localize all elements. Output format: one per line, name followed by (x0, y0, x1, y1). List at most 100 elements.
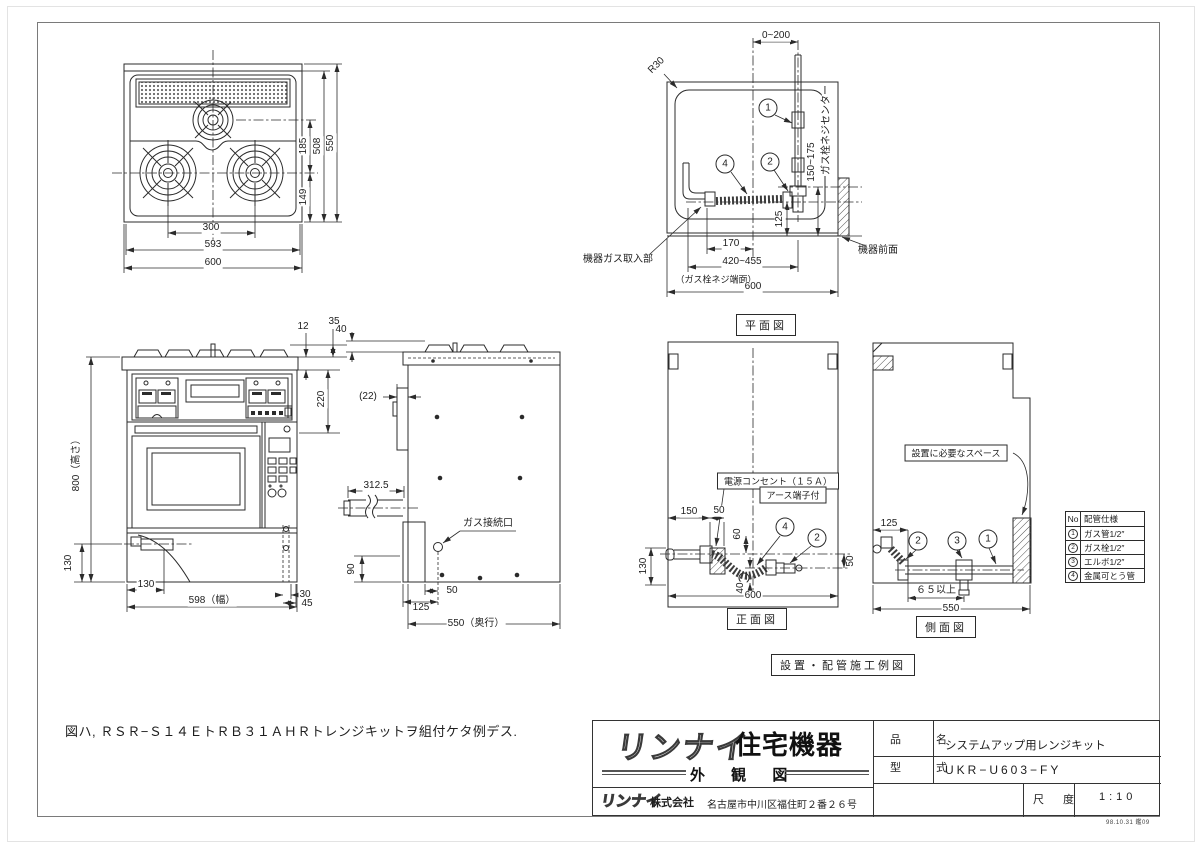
company-name: 株式会社 (650, 797, 694, 809)
dim-if-50b: 50 (844, 554, 857, 568)
view-front (74, 329, 347, 612)
dim-side-22: (22) (358, 390, 378, 403)
dim-front-30: 30 (298, 588, 312, 601)
divider (593, 787, 873, 788)
dim-top-width: 600 (203, 256, 223, 269)
dim-front-220: 220 (315, 389, 328, 409)
row-no-badge: 4 (1068, 570, 1078, 581)
balloon-2: 2 (908, 531, 928, 551)
divider (933, 721, 934, 783)
divider (873, 783, 1161, 784)
decorative-rule (785, 770, 869, 775)
view-plan (649, 38, 867, 297)
pipe-spec-table: No 配管仕様 1 ガス管1/2″ 2 ガス栓1/2″ 3 エルボ1/2″ 4 … (1065, 511, 1145, 583)
dim-front-12: 12 (296, 320, 310, 333)
drawing-frame (37, 22, 1160, 817)
label-gas-cock-face: （ガス栓ネジ端面） (674, 274, 758, 285)
table-row: 2 ガス栓1/2″ (1066, 540, 1144, 554)
dim-plan-170: 170 (721, 237, 741, 250)
dim-plan-width: 600 (743, 280, 763, 293)
dim-front-130h: 130 (136, 578, 156, 591)
row-spec: 金属可とう管 (1084, 570, 1136, 581)
divider (1074, 783, 1075, 817)
dim-if-130: 130 (637, 556, 650, 576)
view-top (112, 50, 342, 273)
balloon-1: 1 (758, 98, 778, 118)
dim-side-depth: 550（奥行） (446, 617, 506, 630)
label-appliance-front: 機器前面 (857, 244, 899, 257)
dim-top-inner-width: 593 (203, 238, 223, 251)
dim-side-312-5: 312.5 (362, 479, 390, 492)
dim-front-45: 45 (300, 597, 314, 610)
assembly-note: 図ハ, ＲＳＲ−Ｓ１４ＥトＲＢ３１ＡＨＲトレンジキットヲ組付ケタ例デス. (65, 724, 518, 739)
label-gas-connection: ガス接続口 (462, 517, 514, 530)
label-gas-cock-center: ガス栓ネジセンター (820, 84, 833, 176)
title-front-view: 正面図 (727, 608, 787, 630)
company-address: 名古屋市中川区福住町２番２６号 (707, 800, 857, 811)
dim-top-burner-pitch: 300 (201, 221, 221, 234)
balloon-2: 2 (807, 528, 827, 548)
dim-is-depth: 550 (941, 602, 961, 615)
balloon-2: 2 (760, 152, 780, 172)
dim-side-125: 125 (411, 601, 431, 614)
dim-front-130v: 130 (62, 553, 75, 573)
title-side-view: 側面図 (916, 616, 976, 638)
title-plan-view: 平面図 (736, 314, 796, 336)
model-value: UKR−U603−FY (945, 763, 1062, 777)
rinnai-logo: リンナイ (614, 729, 752, 765)
divider (873, 721, 874, 817)
drawing-type: 外 観 図 (690, 767, 799, 784)
label-earth-terminal: アース端子付 (759, 486, 827, 504)
row-no-badge: 3 (1068, 556, 1078, 567)
divider (873, 756, 1161, 757)
dim-is-125: 125 (879, 517, 899, 530)
dim-front-height: 800（高さ） (70, 433, 83, 493)
dim-if-width: 600 (743, 589, 763, 602)
brand-suffix: 住宅機器 (735, 730, 844, 760)
label-required-space: 設置に必要なスペース (904, 444, 1008, 462)
dim-top-depth: 550 (324, 133, 337, 153)
dim-plan-420-455: 420~455 (721, 255, 763, 268)
dim-plan-125: 125 (773, 209, 786, 229)
row-spec: エルボ1/2″ (1084, 556, 1125, 567)
page-edge (7, 6, 1195, 842)
balloon-4: 4 (775, 517, 795, 537)
pipe-table-header: No 配管仕様 (1066, 512, 1144, 526)
model-label: 型 式 (890, 762, 964, 774)
row-spec: ガス栓1/2″ (1084, 542, 1125, 553)
dim-side-90: 90 (345, 562, 358, 576)
date-stamp: 98.10.31 鑑09 (1106, 820, 1150, 826)
col-no: No (1066, 512, 1081, 526)
item-name-label: 品 名 (890, 734, 964, 746)
dim-side-40: 40 (334, 323, 348, 336)
title-block: リンナイ 住宅機器 外 観 図 リンナイ 株式会社 名古屋市中川区福住町２番２６… (592, 720, 1161, 817)
row-no-badge: 2 (1068, 542, 1078, 553)
dim-if-60: 60 (731, 527, 744, 541)
decorative-rule (602, 770, 686, 775)
table-row: 3 エルボ1/2″ (1066, 554, 1144, 568)
dim-top-508: 508 (311, 136, 324, 156)
dim-side-50: 50 (445, 584, 459, 597)
dim-front-35: 35 (327, 315, 341, 328)
dim-plan-150-175: 150~175 (805, 141, 818, 183)
dim-front-width: 598（幅） (187, 594, 237, 607)
col-spec: 配管仕様 (1084, 514, 1119, 524)
dim-if-50a: 50 (712, 504, 726, 517)
balloon-4: 4 (715, 154, 735, 174)
divider (1023, 783, 1024, 817)
row-spec: ガス管1/2″ (1084, 528, 1125, 539)
dim-if-150: 150 (679, 505, 699, 518)
scale-label: 尺 度 (1033, 794, 1083, 806)
table-row: 4 金属可とう管 (1066, 568, 1144, 582)
table-row: 1 ガス管1/2″ (1066, 526, 1144, 540)
item-name-value: システムアップ用レンジキット (945, 740, 1106, 752)
dim-top-149: 149 (297, 187, 310, 207)
title-install-example: 設置・配管施工例図 (771, 654, 915, 676)
dim-is-65min: ６５以上 (915, 584, 957, 597)
view-install-side (872, 342, 1032, 614)
scale-value: 1:10 (1099, 791, 1137, 803)
balloon-1: 1 (978, 529, 998, 549)
dim-top-185: 185 (297, 136, 310, 156)
